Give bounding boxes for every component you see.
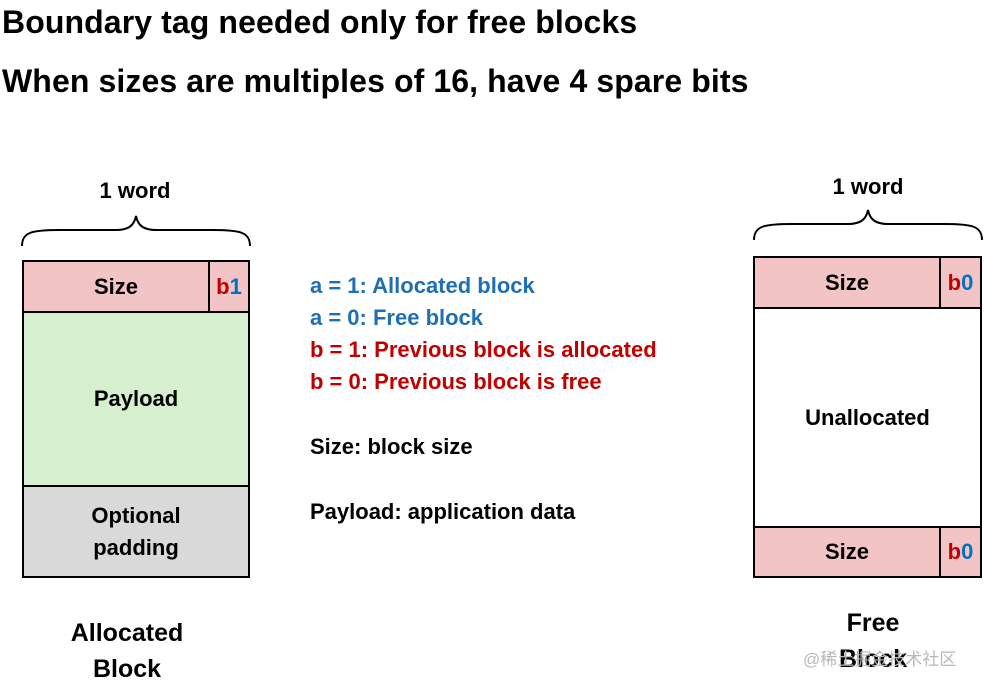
allocated-size-label: Size (93, 273, 139, 299)
free-footer-flag-b: b (947, 539, 962, 565)
payload-label: Payload (93, 386, 179, 412)
free-header-flag-a: 0 (961, 269, 974, 295)
free-block-caption: Free Block (803, 605, 943, 677)
allocated-flag-b: b (216, 273, 230, 299)
legend-a0: a = 0: Free block (310, 305, 484, 330)
legend-b0: b = 0: Previous block is free (310, 369, 602, 394)
legend: a = 1: Allocated block a = 0: Free block… (310, 270, 657, 398)
free-unallocated-cell: Unallocated (753, 307, 982, 528)
heading-boundary-tag: Boundary tag needed only for free blocks (2, 4, 638, 40)
allocated-word-brace (21, 215, 251, 247)
allocated-block-caption: Allocated Block (27, 615, 227, 687)
allocated-caption-line1: Allocated (70, 619, 184, 647)
heading-spare-bits: When sizes are multiples of 16, have 4 s… (2, 63, 749, 99)
padding-label-line2: padding (93, 534, 179, 560)
allocated-word-label: 1 word (99, 178, 171, 203)
free-header-flag-b: b (947, 269, 962, 295)
free-header-size-cell: Size (753, 256, 941, 309)
watermark: @稀土掘金技术社区 (803, 650, 957, 669)
unallocated-label: Unallocated (805, 404, 930, 430)
legend-a1: a = 1: Allocated block (310, 273, 535, 298)
free-word-brace (753, 209, 983, 241)
allocated-padding-cell: Optional padding (22, 485, 250, 578)
legend-b1: b = 1: Previous block is allocated (310, 337, 657, 362)
free-footer-size-cell: Size (753, 526, 941, 578)
free-footer-flag-a: 0 (961, 539, 974, 565)
free-caption-line1: Free (846, 609, 900, 637)
free-word-label: 1 word (832, 174, 904, 199)
allocated-caption-line2: Block (92, 655, 162, 683)
free-header-size-label: Size (824, 269, 870, 295)
allocated-size-cell: Size (22, 260, 210, 313)
free-caption-line2: Block (838, 645, 908, 673)
free-footer-size-label: Size (824, 539, 870, 565)
padding-label-line1: Optional (91, 502, 181, 528)
allocated-payload-cell: Payload (22, 311, 250, 487)
allocated-flag-a: 1 (229, 273, 242, 299)
legend-payload: Payload: application data (310, 499, 576, 524)
legend-size: Size: block size (310, 434, 473, 459)
